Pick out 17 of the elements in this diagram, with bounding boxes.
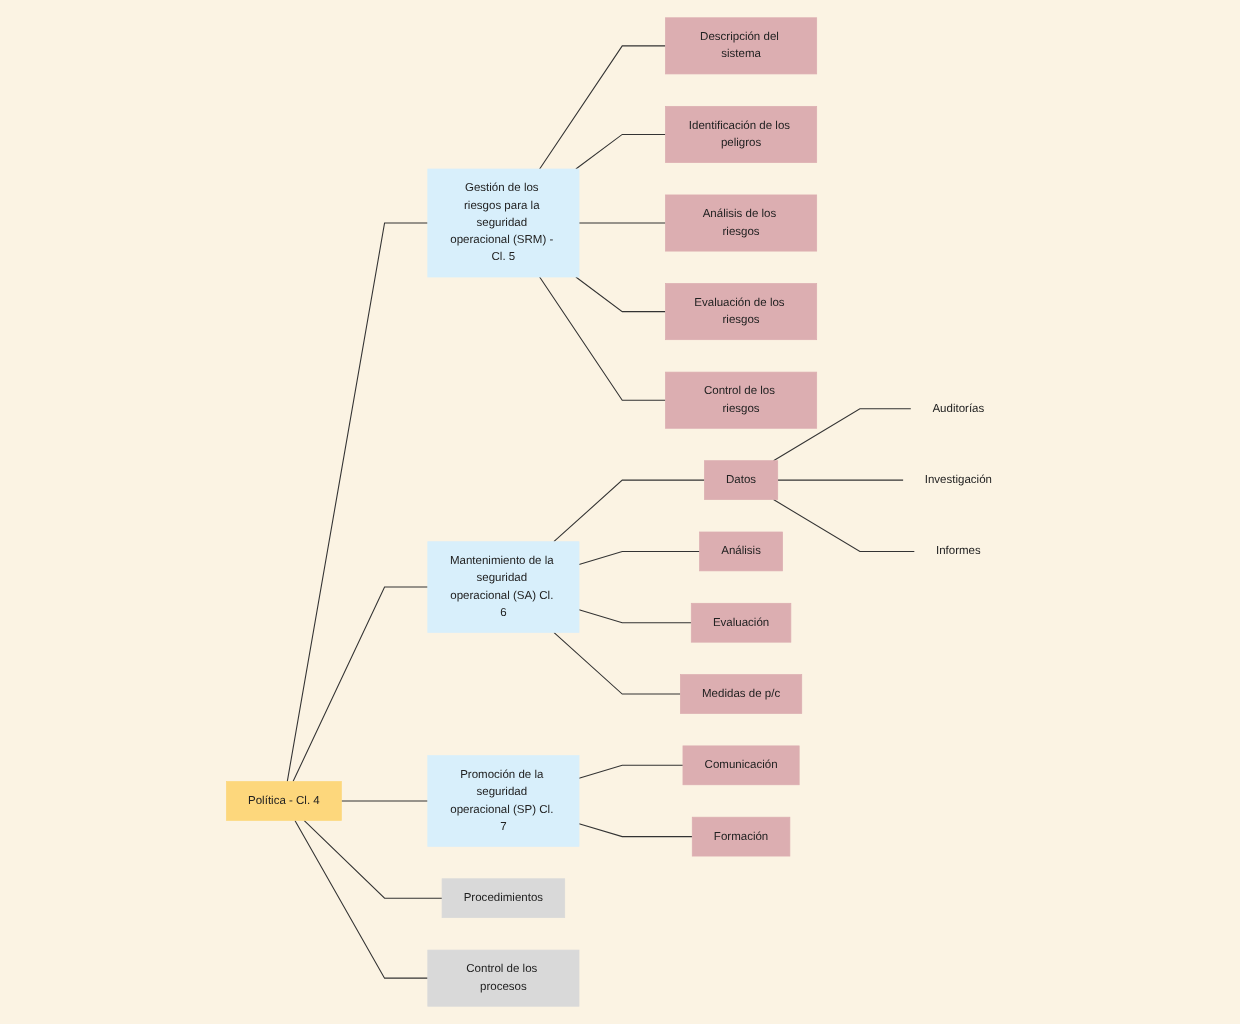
connector — [578, 550, 701, 565]
connector — [578, 609, 692, 624]
connector — [575, 276, 666, 313]
connector — [575, 133, 666, 170]
connector — [539, 45, 666, 170]
connector — [553, 631, 681, 695]
connector — [286, 222, 429, 783]
connector — [292, 586, 429, 783]
connector — [578, 764, 684, 779]
connector — [772, 408, 912, 462]
connector — [772, 499, 915, 552]
connector — [303, 819, 443, 899]
connector — [539, 276, 666, 401]
connector — [553, 479, 705, 543]
connector — [777, 479, 904, 481]
connector — [578, 823, 693, 838]
connector — [294, 819, 429, 979]
